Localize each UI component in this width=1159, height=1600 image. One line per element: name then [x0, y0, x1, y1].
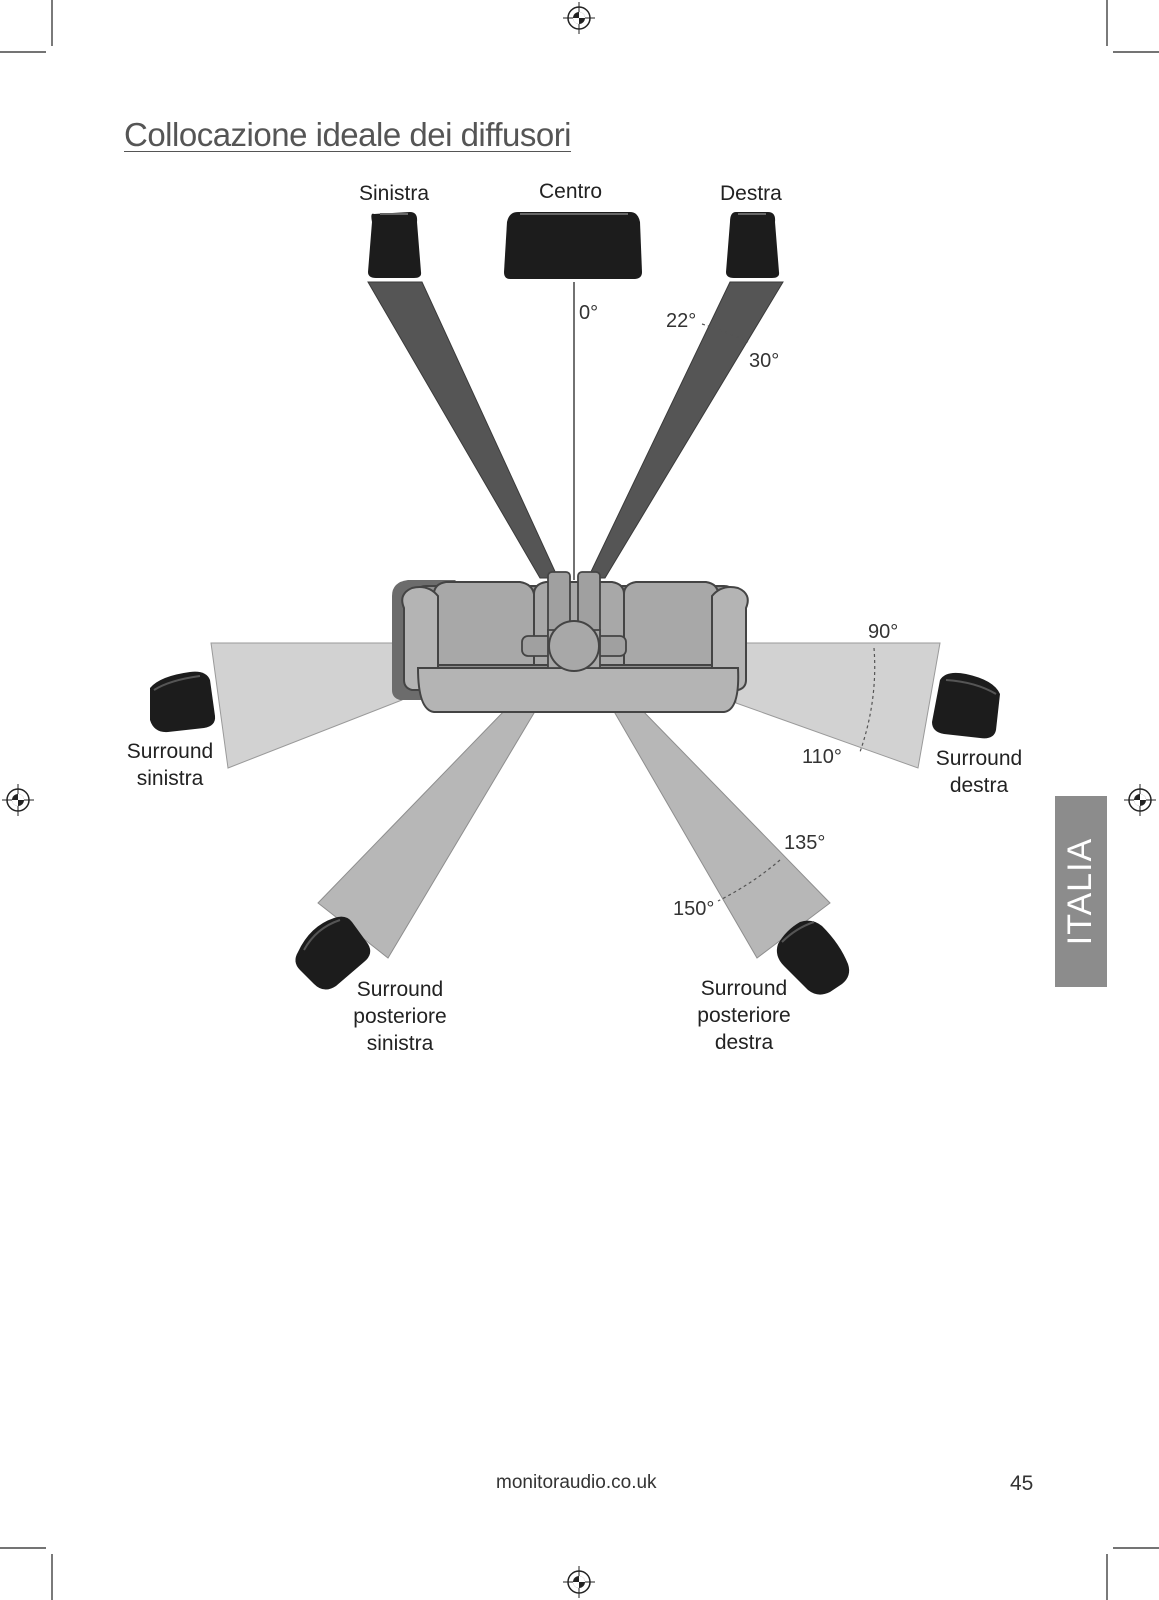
angle-135: 135°	[784, 832, 826, 854]
angle-0: 0°	[579, 302, 599, 324]
left-speaker	[368, 212, 422, 278]
surround-left-beam	[210, 642, 403, 769]
label-surround-right: Surround destra	[932, 745, 1026, 799]
angle-22: 22°	[666, 310, 697, 332]
language-tab-label: ITALIA	[1061, 837, 1100, 946]
registration-mark-left	[2, 784, 34, 816]
label-right: Destra	[720, 182, 782, 205]
angle-90: 90°	[868, 621, 899, 643]
rear-left-speaker	[295, 916, 371, 990]
angle-110: 110°	[802, 746, 842, 768]
page-title: Collocazione ideale dei diffusori	[124, 116, 572, 153]
label-rear-right: Surround posteriore destra	[694, 975, 794, 1056]
surround-right-speaker	[932, 672, 1000, 739]
right-speaker	[726, 212, 780, 278]
label-rear-left-line1: Surround	[356, 978, 444, 1001]
label-surround-right-line1: Surround	[935, 747, 1023, 770]
front-angle-arc	[701, 323, 749, 343]
rear-left-beam	[317, 707, 538, 959]
front-left-beam	[367, 281, 559, 579]
sofa	[392, 571, 749, 713]
rear-angle-arc	[717, 859, 781, 902]
angle-150: 150°	[673, 898, 715, 920]
label-surround-left-line1: Surround	[126, 740, 214, 763]
surround-left-speaker	[150, 671, 216, 733]
label-surround-right-line2: destra	[949, 774, 1009, 797]
language-tab: ITALIA	[1055, 796, 1107, 987]
footer-url: monitoraudio.co.uk	[496, 1472, 657, 1493]
page-number: 45	[1010, 1472, 1034, 1495]
label-center: Centro	[539, 180, 603, 203]
center-speaker	[504, 212, 642, 279]
angle-30: 30°	[749, 350, 780, 372]
registration-mark-right	[1124, 784, 1156, 816]
front-right-beam	[587, 281, 784, 579]
label-rear-left-line2: posteriore	[353, 1005, 447, 1028]
label-surround-left-line2: sinistra	[136, 767, 204, 790]
label-rear-right-line1: Surround	[700, 977, 788, 1000]
rear-right-speaker	[776, 920, 850, 995]
label-left: Sinistra	[359, 182, 430, 205]
label-rear-right-line3: destra	[714, 1031, 774, 1054]
label-rear-left-line3: sinistra	[366, 1032, 434, 1055]
registration-mark-top	[563, 2, 595, 34]
label-rear-right-line2: posteriore	[697, 1004, 791, 1027]
label-surround-left: Surround sinistra	[124, 738, 216, 792]
label-rear-left: Surround posteriore sinistra	[350, 976, 450, 1057]
registration-mark-bottom	[563, 1566, 595, 1598]
